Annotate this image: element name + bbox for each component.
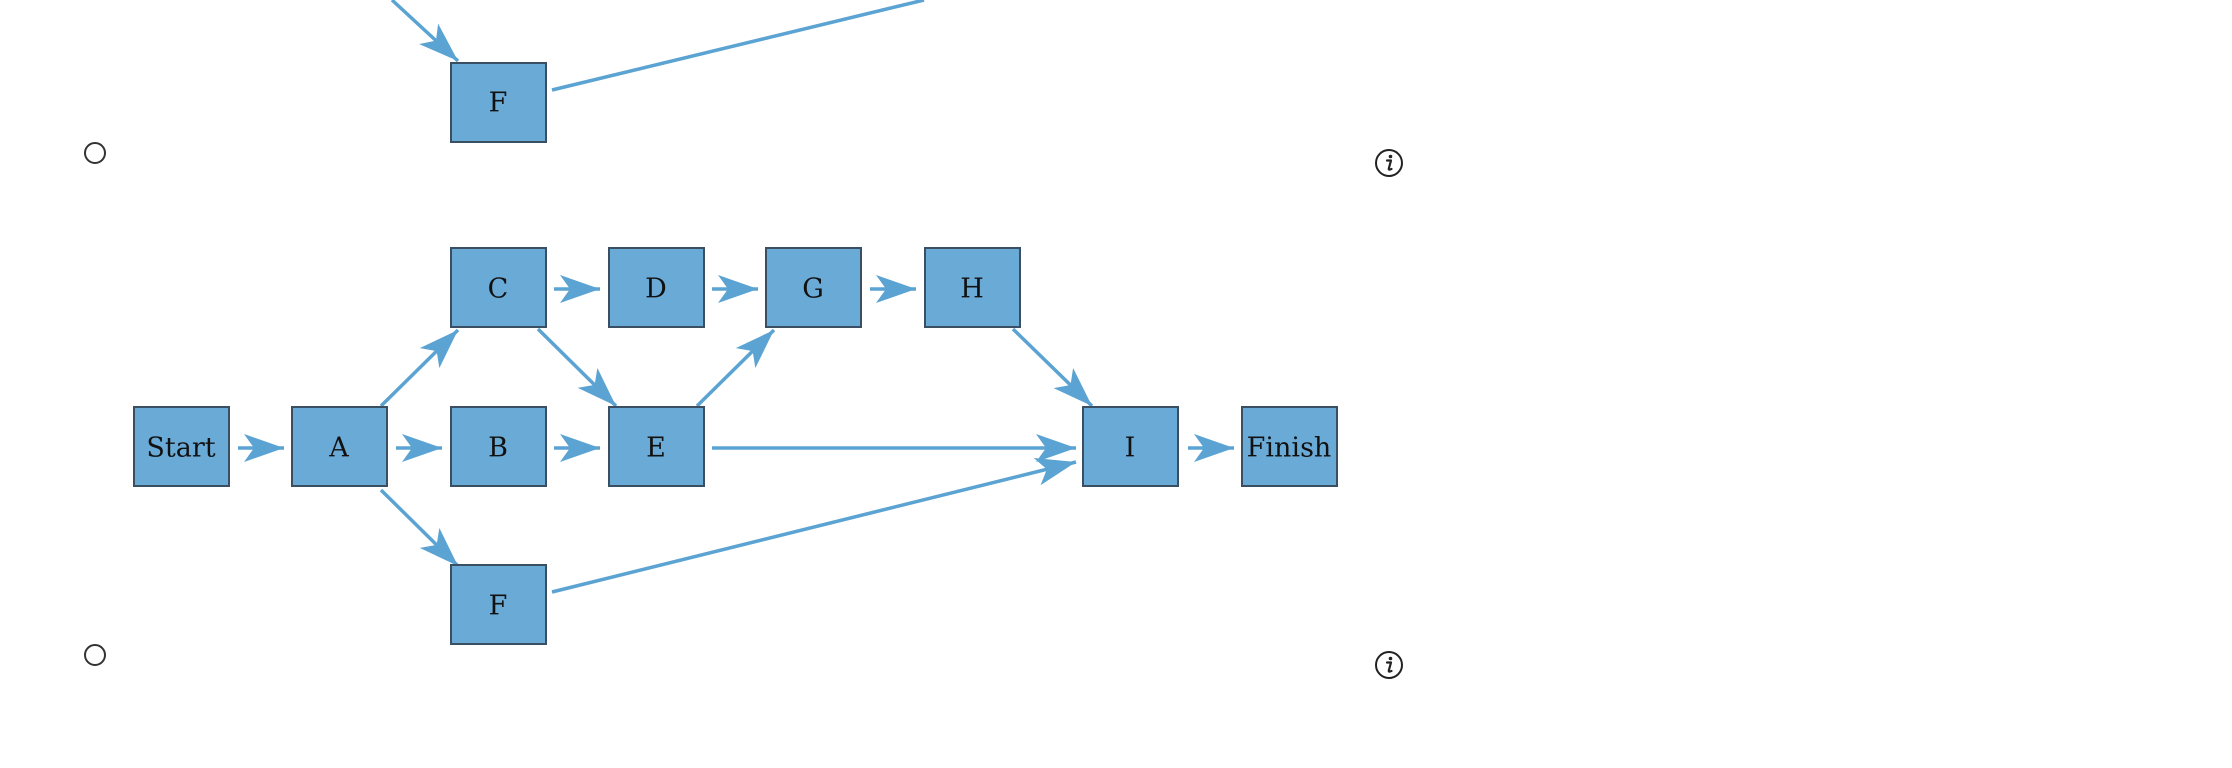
edge-h-i — [1011, 327, 1094, 408]
node-i: I — [1082, 406, 1179, 487]
svg-text:H: H — [960, 274, 984, 305]
svg-text:Start: Start — [146, 433, 215, 464]
node-e: E — [608, 406, 705, 487]
node-d: D — [608, 247, 705, 328]
edge-a-f — [379, 488, 460, 568]
edge-a-c — [379, 328, 460, 408]
svg-text:F: F — [489, 591, 508, 622]
svg-text:E: E — [646, 433, 666, 464]
info-icon[interactable] — [1374, 650, 1404, 680]
edge-e-g — [695, 328, 776, 408]
svg-text:G: G — [802, 274, 824, 305]
info-icon[interactable] — [1374, 148, 1404, 178]
svg-text:B: B — [488, 433, 508, 464]
node-a: A — [291, 406, 388, 487]
svg-text:I: I — [1125, 433, 1136, 464]
svg-text:Finish: Finish — [1247, 433, 1332, 464]
option-2-radio[interactable] — [84, 644, 106, 666]
node-c: C — [450, 247, 547, 328]
svg-text:F: F — [489, 88, 508, 119]
node-g: G — [765, 247, 862, 328]
svg-text:D: D — [645, 274, 667, 305]
edge-c-e — [536, 327, 618, 408]
node-b: B — [450, 406, 547, 487]
svg-text:C: C — [488, 274, 509, 305]
option-1-radio[interactable] — [84, 142, 106, 164]
edge-f-out — [551, 0, 925, 92]
diagram-option-1: F — [390, 0, 925, 143]
node-start: Start — [133, 406, 230, 487]
diagram-option-2: Start A B C D E F G — [133, 247, 1338, 645]
edge-f-i — [551, 458, 1077, 594]
svg-text:A: A — [328, 433, 349, 464]
node-f: F — [450, 564, 547, 645]
node-f: F — [450, 62, 547, 143]
node-finish: Finish — [1241, 406, 1338, 487]
edge-to-f — [390, 0, 460, 63]
node-h: H — [924, 247, 1021, 328]
